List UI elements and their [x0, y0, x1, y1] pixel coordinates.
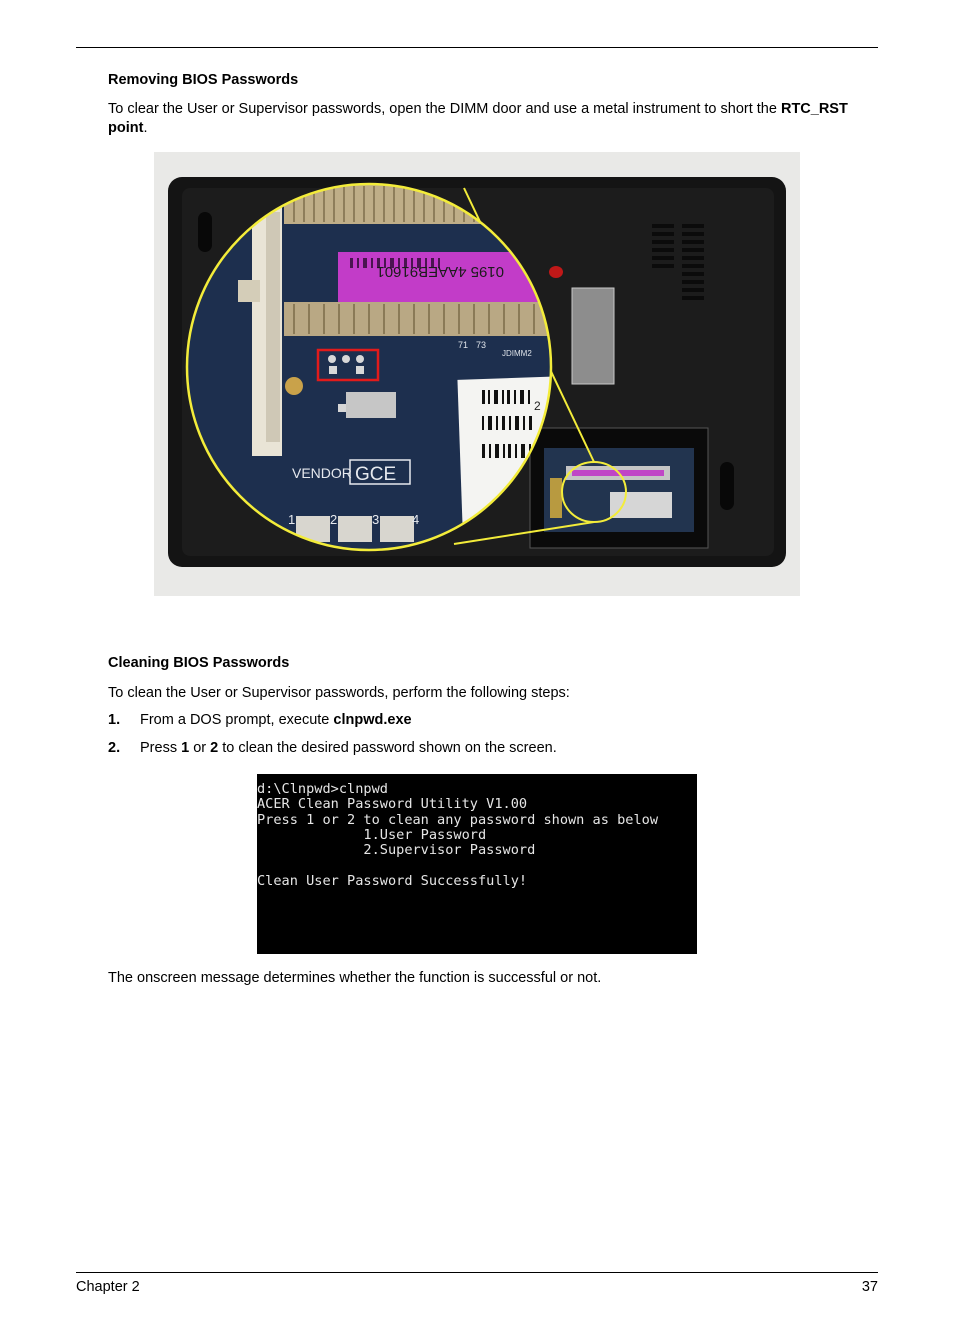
- rtc-rst-highlight: [316, 348, 380, 382]
- section-heading-removing: Removing BIOS Passwords: [108, 72, 299, 88]
- step-text: From a DOS prompt, execute clnpwd.exe: [140, 712, 412, 728]
- barcode-label: [338, 252, 551, 308]
- rtc-rst-point-label: RTC_RST point: [108, 101, 848, 136]
- svg-text:1: 1: [288, 512, 295, 527]
- page-number: 37: [861, 1279, 878, 1295]
- svg-text:4: 4: [412, 512, 419, 527]
- footer-chapter: Chapter 2: [76, 1279, 140, 1295]
- svg-text:73: 73: [476, 340, 486, 350]
- step-number: 1.: [108, 712, 121, 728]
- command-name: clnpwd.exe: [333, 712, 412, 728]
- barcode-text: 0195 4AAEB91601: [376, 263, 504, 280]
- intro-paragraph-removing: To clear the User or Supervisor password…: [108, 100, 868, 138]
- footer-rule: [76, 1272, 878, 1273]
- closing-paragraph: The onscreen message determines whether …: [108, 970, 602, 986]
- header-rule: [76, 47, 878, 48]
- large-zoom-circle: [185, 182, 553, 552]
- intro-paragraph-cleaning: To clean the User or Supervisor password…: [108, 685, 570, 701]
- svg-text:2: 2: [534, 399, 541, 413]
- dos-console-screenshot: d:\Clnpwd>clnpwd ACER Clean Password Uti…: [257, 774, 697, 954]
- svg-text:3: 3: [372, 512, 379, 527]
- intro-period: .: [143, 120, 148, 136]
- step-text: Press 1 or 2 to clean the desired passwo…: [140, 740, 557, 756]
- console-output: d:\Clnpwd>clnpwd ACER Clean Password Uti…: [257, 781, 659, 889]
- svg-text:JDIMM2: JDIMM2: [502, 349, 532, 358]
- dimm-door-photo: 0195 4AAEB91601 71 73 JDIMM2: [154, 152, 800, 596]
- svg-text:2: 2: [330, 512, 337, 527]
- section-heading-cleaning: Cleaning BIOS Passwords: [108, 655, 290, 671]
- step-number: 2.: [108, 740, 121, 756]
- svg-text:71: 71: [458, 340, 468, 350]
- intro-text: To clear the User or Supervisor password…: [108, 101, 781, 117]
- vendor-label: VENDOR: [292, 465, 352, 481]
- vendor-code: GCE: [355, 464, 396, 485]
